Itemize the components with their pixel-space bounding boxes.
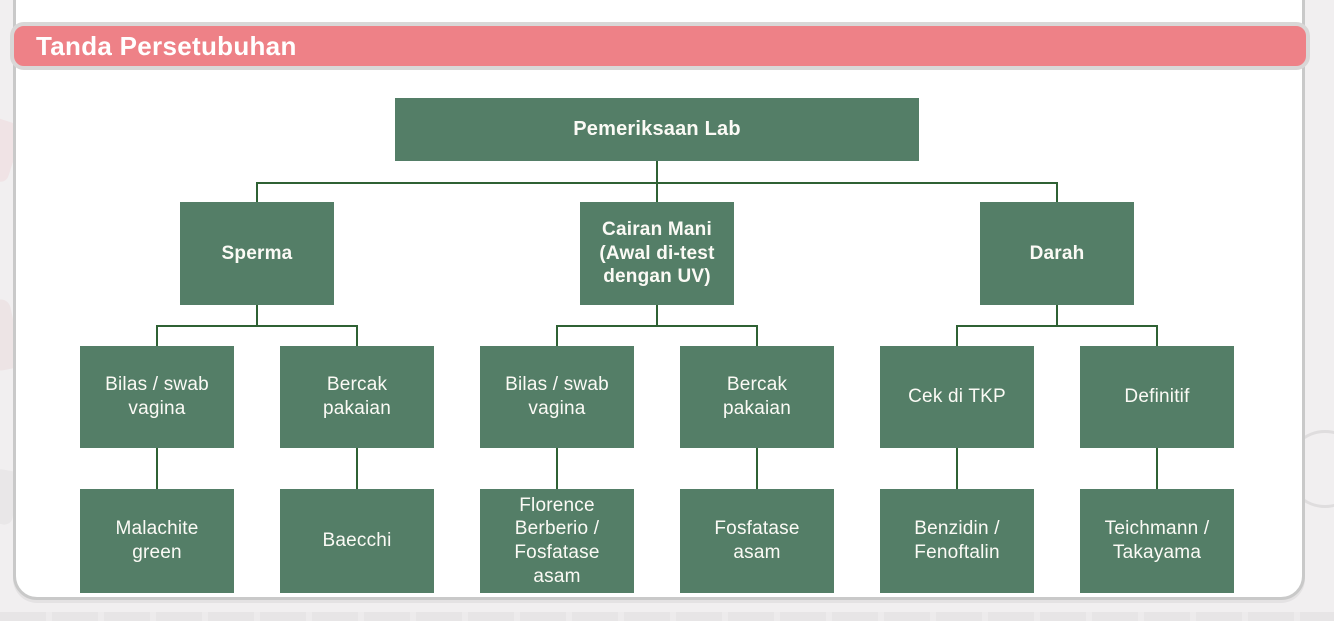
connector-line [656, 161, 658, 183]
connector-line [756, 448, 758, 489]
connector-line [656, 182, 658, 203]
connector-line [956, 325, 958, 347]
connector-line [1056, 182, 1058, 203]
node-label: Bilas / swab vagina [105, 374, 209, 419]
node-label: Fosfatase asam [714, 518, 800, 563]
node-label: Definitif [1124, 386, 1190, 408]
node-cairan-mani-bilas-swab-vagina: Bilas / swab vagina [480, 346, 634, 448]
section-title: Tanda Persetubuhan [36, 30, 297, 61]
node-sperma-bercak-pakaian: Bercak pakaian [280, 346, 434, 448]
node-label: Bilas / swab vagina [505, 374, 609, 419]
connector-line [356, 325, 358, 347]
node-malachite-green: Malachite green [80, 489, 234, 593]
connector-line [956, 448, 958, 489]
node-label: Cairan Mani (Awal di-test dengan UV) [599, 219, 715, 288]
connector-line [156, 448, 158, 489]
connector-line [556, 448, 558, 489]
node-cairan-mani: Cairan Mani (Awal di-test dengan UV) [580, 202, 734, 305]
connector-line [756, 325, 758, 347]
node-benzidin-fenoftalin: Benzidin / Fenoftalin [880, 489, 1034, 593]
node-baecchi: Baecchi [280, 489, 434, 593]
node-label: Teichmann / Takayama [1104, 518, 1210, 563]
node-label: Bercak pakaian [723, 374, 791, 419]
node-darah: Darah [980, 202, 1134, 305]
node-label: Pemeriksaan Lab [573, 118, 741, 141]
node-label: Sperma [221, 242, 293, 264]
node-sperma-bilas-swab-vagina: Bilas / swab vagina [80, 346, 234, 448]
connector-line [556, 325, 758, 327]
connector-line [356, 448, 358, 489]
connector-line [256, 305, 258, 326]
connector-line [656, 305, 658, 326]
connector-line [256, 182, 258, 203]
connector-line [156, 325, 158, 347]
node-label: Benzidin / Fenoftalin [914, 518, 1000, 563]
node-label: Darah [1029, 242, 1085, 264]
connector-line [556, 325, 558, 347]
node-fosfatase-asam: Fosfatase asam [680, 489, 834, 593]
section-header-bar: Tanda Persetubuhan [10, 22, 1310, 70]
node-label: Florence Berberio / Fosfatase asam [514, 494, 600, 587]
node-label: Cek di TKP [908, 386, 1006, 408]
node-cairan-mani-bercak-pakaian: Bercak pakaian [680, 346, 834, 448]
node-darah-cek-di-tkp: Cek di TKP [880, 346, 1034, 448]
connector-line [1056, 305, 1058, 326]
connector-line [956, 325, 1158, 327]
connector-line [1156, 325, 1158, 347]
node-teichmann-takayama: Teichmann / Takayama [1080, 489, 1234, 593]
connector-line [156, 325, 358, 327]
node-florence-berberio-fosfatase-asam: Florence Berberio / Fosfatase asam [480, 489, 634, 593]
node-label: Malachite green [115, 518, 199, 563]
node-darah-definitif: Definitif [1080, 346, 1234, 448]
node-sperma: Sperma [180, 202, 334, 305]
node-label: Bercak pakaian [323, 374, 391, 419]
node-pemeriksaan-lab: Pemeriksaan Lab [395, 98, 919, 161]
connector-line [1156, 448, 1158, 489]
node-label: Baecchi [322, 530, 392, 552]
background-decoration-strip [0, 612, 1334, 621]
